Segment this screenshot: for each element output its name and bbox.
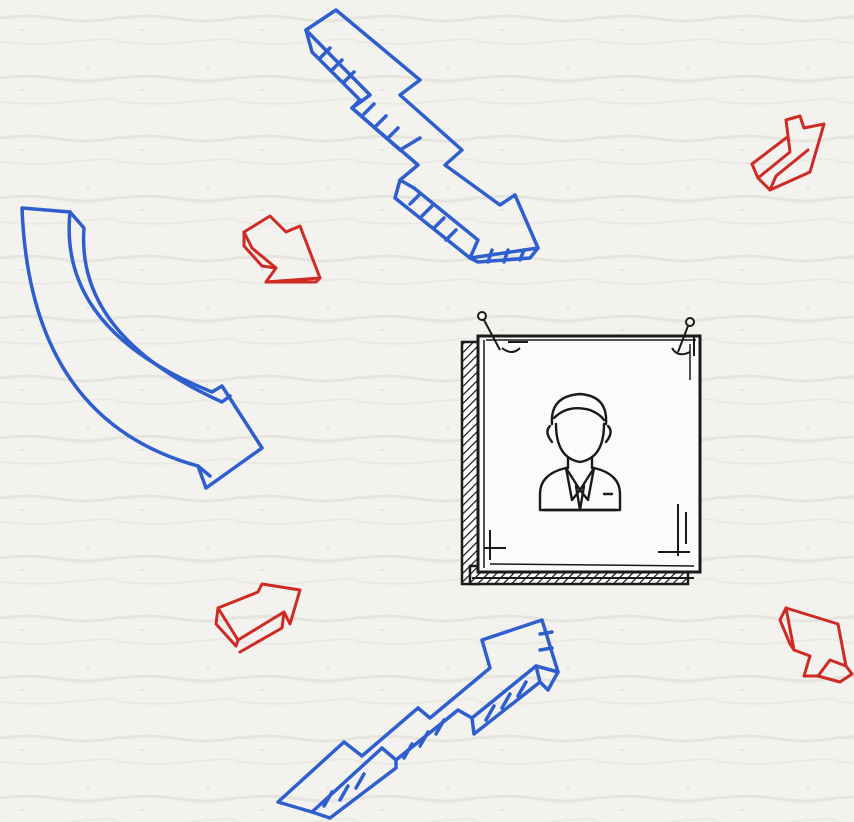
- pinned-photo-frame: [462, 312, 700, 584]
